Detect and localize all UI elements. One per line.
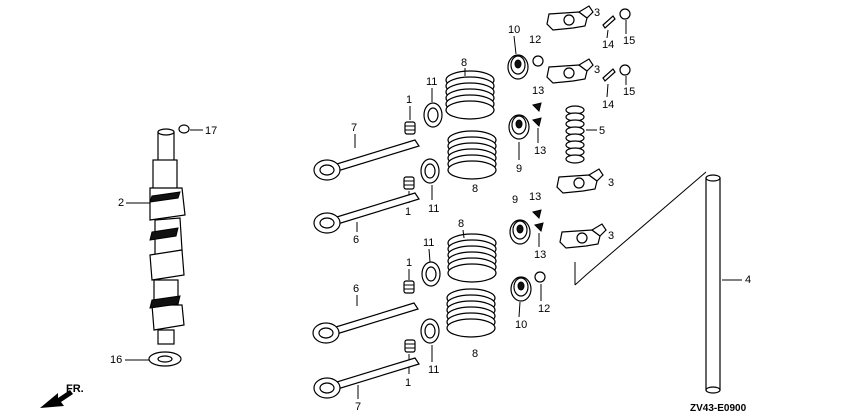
rocker-arm-3d — [559, 223, 607, 249]
callout-4: 4 — [745, 274, 751, 286]
callout-14a: 14 — [602, 39, 614, 51]
callout-9b: 9 — [512, 194, 518, 206]
callout-11d: 11 — [428, 364, 439, 376]
exhaust-valve-upper — [313, 192, 420, 234]
callout-8c: 8 — [458, 218, 464, 230]
cotter-13a — [532, 102, 542, 112]
callout-9a: 9 — [516, 163, 522, 175]
callout-16: 16 — [110, 354, 122, 366]
diagram-code: ZV43-E0900 — [690, 403, 747, 414]
nut-15b — [619, 64, 631, 76]
valve-spring-8c — [447, 233, 497, 283]
rocker-arm-3a — [546, 5, 594, 31]
part-17-ring — [178, 124, 190, 134]
callout-13a: 13 — [532, 85, 544, 97]
exhaust-valve-lower — [312, 302, 419, 344]
cotter-13b — [532, 117, 542, 127]
spring-seat-11d — [420, 318, 440, 344]
stem-seal-1d — [404, 339, 416, 353]
callout-6b: 6 — [353, 283, 359, 295]
intake-valve-lower — [313, 357, 420, 399]
nut-12b — [534, 271, 546, 283]
callout-3a: 3 — [594, 7, 600, 19]
stem-seal-1b — [403, 176, 415, 190]
retainer-9b — [509, 219, 531, 245]
callout-8b: 8 — [472, 183, 478, 195]
front-direction-arrow — [40, 390, 73, 408]
stem-seal-1c — [403, 280, 415, 294]
callout-15a: 15 — [623, 35, 635, 47]
callout-1b: 1 — [405, 206, 411, 218]
callout-15b: 15 — [623, 86, 635, 98]
spring-5 — [565, 105, 585, 164]
retainer-10b — [510, 276, 532, 302]
callout-13c: 13 — [529, 191, 541, 203]
callout-6a: 6 — [353, 234, 359, 246]
part-16-washer — [148, 351, 182, 367]
spring-seat-11c — [421, 261, 441, 287]
valve-spring-8b — [447, 130, 497, 180]
callout-1a: 1 — [406, 94, 412, 106]
callout-3b: 3 — [594, 64, 600, 76]
callout-2: 2 — [118, 197, 124, 209]
callout-7-top: 7 — [351, 122, 357, 134]
callout-5: 5 — [599, 125, 605, 137]
retainer-10a — [507, 54, 529, 80]
callout-11b: 11 — [428, 203, 439, 215]
intake-valve-upper — [313, 139, 420, 181]
callout-17: 17 — [205, 125, 217, 137]
pushrod-4 — [705, 174, 721, 394]
stem-seal-1a — [404, 121, 416, 135]
callout-3d: 3 — [608, 230, 614, 242]
callout-8a: 8 — [461, 57, 467, 69]
valve-spring-8d — [446, 288, 496, 338]
leader-rocker-pushrod — [574, 171, 707, 286]
callout-10a: 10 — [508, 24, 520, 36]
callout-1d: 1 — [405, 377, 411, 389]
callout-3c: 3 — [608, 177, 614, 189]
direction-label: FR. — [66, 383, 84, 395]
retainer-9a — [508, 114, 530, 140]
callout-11a: 11 — [426, 76, 437, 88]
callout-13b: 13 — [534, 145, 546, 157]
nut-12a — [532, 55, 544, 67]
callout-10b: 10 — [515, 319, 527, 331]
adjusting-screw-14a — [602, 15, 616, 29]
spring-seat-11a — [423, 102, 443, 128]
adjusting-screw-14b — [602, 68, 616, 82]
callout-13d: 13 — [534, 249, 546, 261]
cotter-13c — [532, 209, 542, 219]
rocker-arm-3c — [556, 168, 604, 194]
callout-11c: 11 — [423, 237, 434, 249]
callout-7b: 7 — [355, 401, 361, 413]
callout-14b: 14 — [602, 99, 614, 111]
rocker-arm-3b — [546, 58, 594, 84]
cotter-13d — [534, 222, 544, 232]
callout-8d: 8 — [472, 348, 478, 360]
spring-seat-11b — [420, 158, 440, 184]
valve-spring-8a — [445, 70, 495, 120]
callout-1c: 1 — [406, 257, 412, 269]
camshaft — [149, 128, 186, 345]
callout-12a: 12 — [529, 34, 541, 46]
callout-12b: 12 — [538, 303, 550, 315]
nut-15a — [619, 8, 631, 20]
